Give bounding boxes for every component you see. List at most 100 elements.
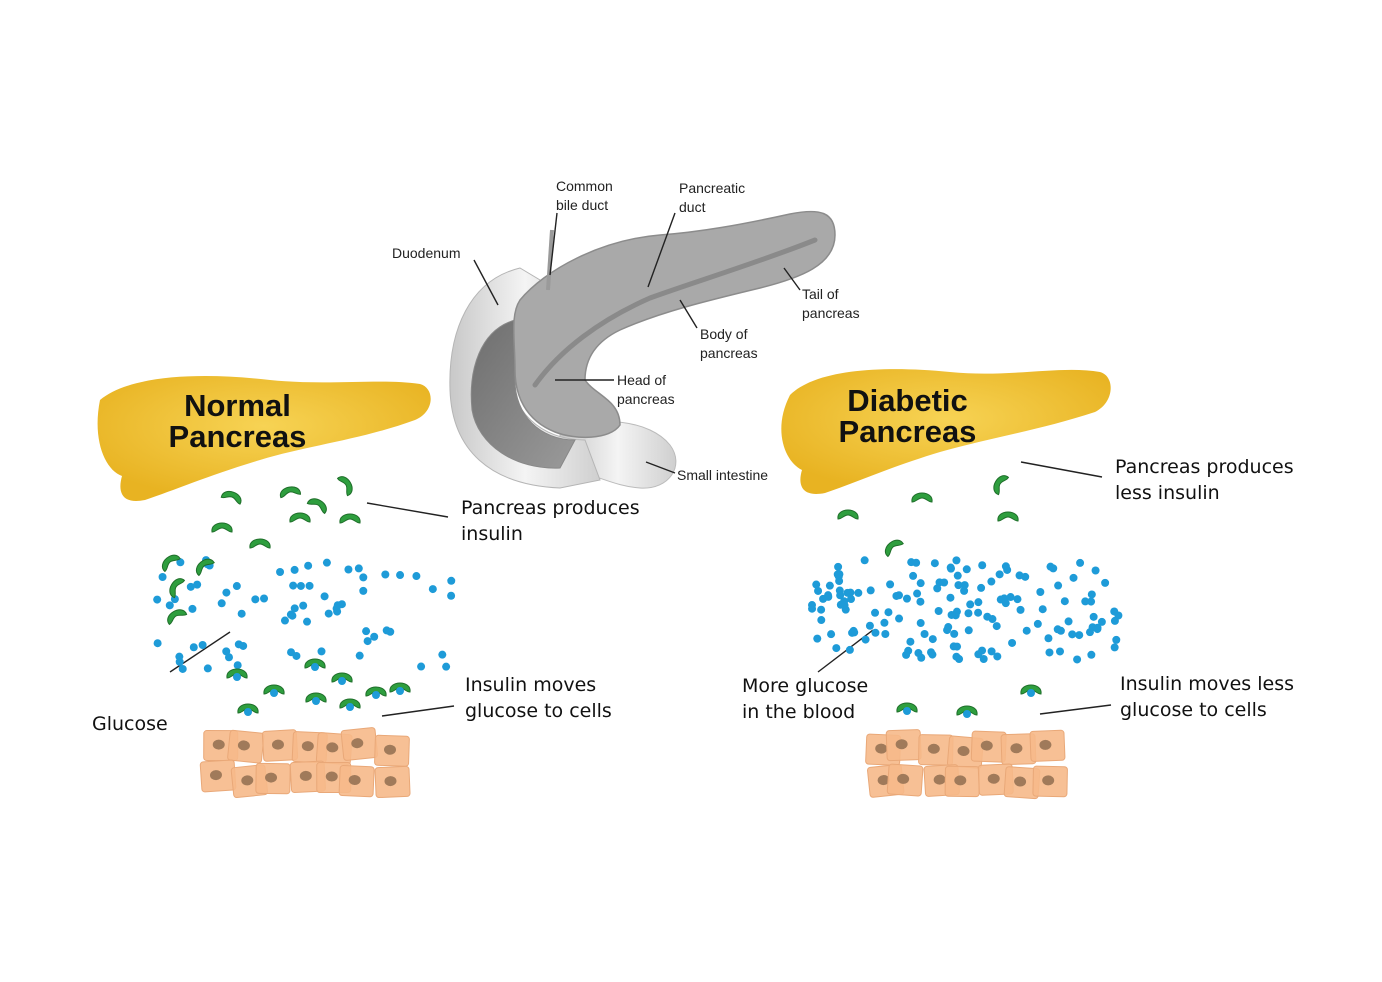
cell-nucleus — [237, 740, 250, 751]
body-cell — [338, 765, 375, 798]
glucose-molecule — [344, 565, 353, 574]
insulin-shape — [289, 512, 311, 523]
glucose-molecule — [1112, 635, 1121, 644]
cell-nucleus — [927, 743, 940, 754]
glucose-molecule — [442, 662, 451, 671]
diabetic-pancreas-title: Diabetic Pancreas — [838, 383, 977, 449]
normal-produces-caption: Pancreas produces insulin — [461, 497, 640, 545]
glucose-molecule — [234, 640, 243, 649]
glucose-molecule — [834, 562, 843, 571]
insulin-molecule — [997, 511, 1019, 522]
label-common-bile-duct: Common bile duct — [556, 178, 613, 213]
insulin-shape — [249, 538, 271, 549]
glucose-molecule — [412, 572, 421, 581]
body-cell — [1029, 729, 1066, 762]
pancreatic-duct-shape — [532, 237, 818, 388]
glucose-molecule — [940, 578, 949, 587]
diabetic-produces-caption: Pancreas produces less insulin — [1115, 456, 1294, 504]
glucose-molecule — [1110, 643, 1119, 652]
insulin-molecule — [237, 703, 259, 716]
glucose-molecule — [304, 561, 313, 570]
glucose-molecule — [370, 632, 379, 641]
glucose-molecule — [322, 558, 331, 567]
glucose-molecule — [912, 558, 921, 567]
glucose-molecule — [871, 628, 880, 637]
glucose-molecule — [165, 601, 174, 610]
body-cell — [886, 763, 924, 797]
glucose-molecule — [952, 556, 961, 565]
glucose-molecule — [153, 595, 162, 604]
body-cell — [374, 734, 410, 767]
glucose-molecule — [193, 580, 202, 589]
leader-glucose — [169, 631, 231, 673]
glucose-molecule — [886, 580, 895, 589]
glucose-molecule — [354, 564, 363, 573]
glucose-molecule — [884, 608, 893, 617]
glucose-molecule — [913, 589, 922, 598]
cell-nucleus — [265, 772, 278, 783]
glucose-molecule — [290, 604, 299, 613]
insulin-molecule — [220, 490, 242, 505]
cell-nucleus — [895, 739, 908, 750]
insulin-shape — [339, 513, 361, 524]
glucose-molecule — [992, 622, 1001, 631]
insulin-molecule — [389, 682, 411, 695]
glucose-molecule — [276, 567, 285, 576]
glucose-molecule — [217, 599, 226, 608]
normal-moves-caption: Insulin moves glucose to cells — [465, 674, 612, 722]
cell-nucleus — [1042, 775, 1055, 786]
body-cell — [199, 759, 237, 793]
insulin-molecule — [896, 702, 918, 715]
glucose-molecule — [987, 577, 996, 586]
bound-glucose — [312, 697, 320, 705]
insulin-shape — [169, 578, 186, 599]
cell-nucleus — [351, 738, 364, 749]
more-glucose-caption: More glucose in the blood — [742, 675, 869, 723]
glucose-molecule — [836, 600, 845, 609]
leader-body — [679, 299, 698, 329]
glucose-molecule — [1087, 650, 1096, 659]
glucose-molecule — [320, 592, 329, 601]
glucose-molecule — [1081, 597, 1090, 606]
bile-duct-shape — [546, 229, 554, 291]
leader-normal-produces — [366, 502, 449, 518]
cell-nucleus — [933, 774, 946, 785]
insulin-molecule — [885, 539, 904, 558]
glucose-molecule — [438, 650, 447, 659]
insulin-molecule — [249, 538, 271, 549]
glucose-molecule — [175, 657, 184, 666]
glucose-molecule — [902, 594, 911, 603]
bound-glucose — [903, 707, 911, 715]
glucose-molecule — [988, 615, 997, 624]
insulin-molecule — [365, 686, 387, 699]
insulin-molecule — [305, 692, 327, 705]
glucose-molecule — [849, 626, 858, 635]
glucose-molecule — [337, 600, 346, 609]
insulin-molecule — [196, 558, 215, 577]
glucose-molecule — [1038, 605, 1047, 614]
label-head-of-pancreas: Head of pancreas — [617, 372, 675, 407]
glucose-molecule — [1069, 573, 1078, 582]
glucose-molecule — [1097, 617, 1106, 626]
glucose-molecule — [906, 637, 915, 646]
glucose-molecule — [359, 586, 368, 595]
glucose-molecule — [1076, 558, 1085, 567]
glucose-molecule — [995, 570, 1004, 579]
glucose-molecule — [880, 618, 889, 627]
glucose-molecule — [1021, 572, 1030, 581]
glucose-molecule — [1006, 593, 1015, 602]
glucose-molecule — [943, 626, 952, 635]
insulin-molecule — [304, 658, 326, 671]
glucose-molecule — [381, 570, 390, 579]
glucose-molecule — [1068, 630, 1077, 639]
glucose-molecule — [813, 634, 822, 643]
glucose-molecule — [860, 556, 869, 565]
label-pancreatic-duct: Pancreatic duct — [679, 180, 746, 215]
glucose-molecule — [1056, 647, 1065, 656]
glucose-molecule — [825, 581, 834, 590]
glucose-molecule — [845, 645, 854, 654]
cell-nucleus — [875, 743, 888, 754]
insulin-shape — [220, 490, 242, 505]
insulin-molecule — [336, 476, 353, 497]
